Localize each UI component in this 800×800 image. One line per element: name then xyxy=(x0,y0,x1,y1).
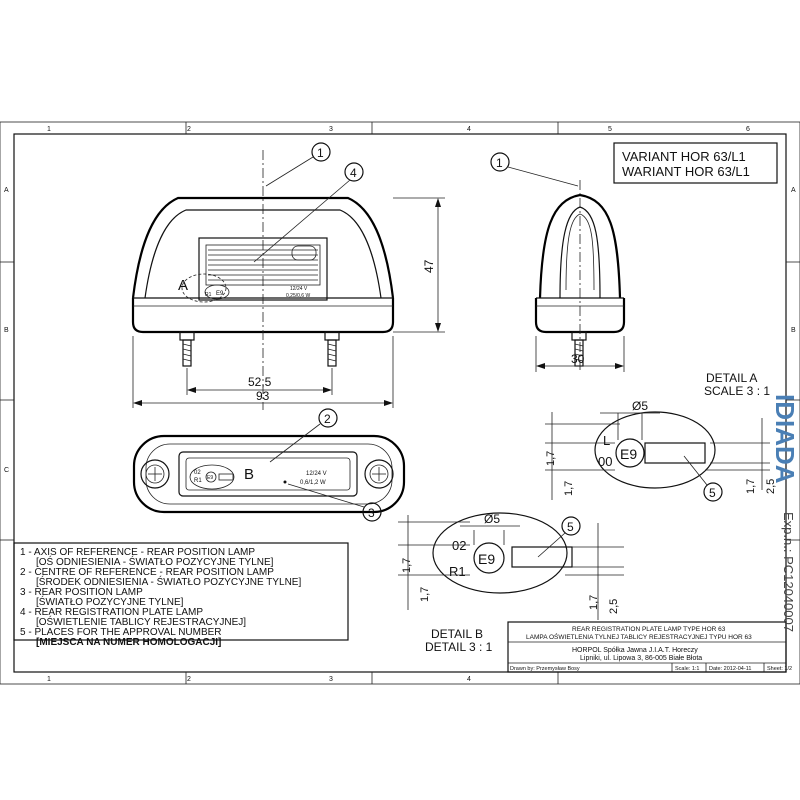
frame-col-label: 5 xyxy=(608,126,612,133)
detail-a-dia: Ø5 xyxy=(632,399,648,413)
bottom-label-line2: 0,6/1,2 W xyxy=(300,480,326,486)
bottom-label-line1: 12/24 V xyxy=(306,471,327,477)
detail-b-circle: E9 xyxy=(478,551,495,567)
detail-b-letter-top: 02 xyxy=(452,538,466,553)
legend-line: [ŚWIATŁO POZYCYJNE TYLNE] xyxy=(36,595,184,608)
detail-b: 02 R1 E9 Ø5 1,7 1,7 1,7 2,5 5 DETAIL B D… xyxy=(398,512,624,654)
detail-a-dim-left-1: 1,7 xyxy=(545,451,557,466)
stamp-ref: Exp.n.: PC12040007 xyxy=(781,512,796,632)
detail-b-title2: DETAIL 3 : 1 xyxy=(425,640,493,654)
frame-col-label: 4 xyxy=(467,676,471,683)
detail-b-dia: Ø5 xyxy=(484,512,500,526)
frame-col-label: 2 xyxy=(187,676,191,683)
legend-line: 4 - REAR REGISTRATION PLATE LAMP xyxy=(20,607,203,618)
stamp-logo: IDIADA xyxy=(770,394,800,484)
detail-b-dim-left-2: 1,7 xyxy=(419,587,431,602)
detail-a-circle: E9 xyxy=(620,446,637,462)
title-block: REAR REGISTRATION PLATE LAMP TYPE HOR 63… xyxy=(507,621,792,673)
detail-b-dim-left-1: 1,7 xyxy=(401,558,413,573)
detail-a-letter-bottom: 00 xyxy=(598,454,612,469)
front-bolt-left xyxy=(179,331,195,367)
detail-a-marker: A xyxy=(178,277,188,294)
front-dim-height: 47 xyxy=(422,259,436,273)
frame-col-label: 1 xyxy=(47,676,51,683)
side-callout-1: 1 xyxy=(496,156,503,170)
frame-col-label: 3 xyxy=(329,676,333,683)
scale: Scale: 1:1 xyxy=(675,666,699,672)
bottom-mark-top: 02 xyxy=(194,470,201,476)
legend-line: [OŚ ODNIESIENIA - ŚWIATŁO POZYCYJNE TYLN… xyxy=(36,555,274,568)
legend-line: [OŚWIETLENIE TABLICY REJESTRACYJNEJ] xyxy=(36,615,246,628)
side-view: 1 30 xyxy=(490,152,626,372)
frame-col-label: 2 xyxy=(187,126,191,133)
side-dim-depth: 30 xyxy=(571,352,585,366)
detail-a-dim-right-2: 2,5 xyxy=(765,479,777,494)
front-dim-width: 93 xyxy=(256,389,270,403)
detail-b-title1: DETAIL B xyxy=(431,627,483,641)
detail-b-letter-bottom: R1 xyxy=(449,564,466,579)
detail-a: DETAIL A SCALE 3 : 1 L 00 E9 Ø5 1,7 1,7 … xyxy=(545,371,777,502)
variant-line1: VARIANT HOR 63/L1 xyxy=(622,149,746,164)
detail-a-dim-right-1: 1,7 xyxy=(745,479,757,494)
front-mark-left: R1 xyxy=(205,292,212,298)
variant-line2: WARIANT HOR 63/L1 xyxy=(622,164,750,179)
bottom-mark-circle: E9 xyxy=(207,475,213,481)
legend-line: 1 - AXIS OF REFERENCE - REAR POSITION LA… xyxy=(20,547,255,558)
title-pl: LAMPA OŚWIETLENIA TYLNEJ TABLICY REJESTR… xyxy=(526,632,752,641)
bottom-mark-bottom: R1 xyxy=(194,478,202,484)
front-callout-4: 4 xyxy=(350,166,357,180)
bottom-callout-2: 2 xyxy=(324,412,331,426)
frame-row-label: B xyxy=(791,327,796,334)
variant-box: VARIANT HOR 63/L1 WARIANT HOR 63/L1 xyxy=(613,142,778,184)
frame-row-label: A xyxy=(4,187,9,194)
frame-row-label: B xyxy=(4,327,9,334)
frame-row-label: C xyxy=(4,467,9,474)
bottom-view: 02 R1 E9 B 12/24 V 0,6/1,2 W 2 3 xyxy=(132,408,406,522)
detail-a-title2: SCALE 3 : 1 xyxy=(704,384,770,398)
detail-b-callout-5: 5 xyxy=(567,520,574,534)
front-label-line2: 0,25/0,6 W xyxy=(286,293,310,299)
date: Date: 2012-04-11 xyxy=(709,666,751,672)
front-dim-hole-spacing: 52,5 xyxy=(248,375,272,389)
address: Lipniki, ul. Lipowa 3, 86-005 Białe Błot… xyxy=(580,655,702,662)
detail-a-letter-top: L xyxy=(603,433,610,448)
title-en: REAR REGISTRATION PLATE LAMP TYPE HOR 63 xyxy=(572,626,726,633)
detail-b-marker: B xyxy=(244,466,254,483)
idiada-stamp: IDIADA Exp.n.: PC12040007 xyxy=(770,394,800,632)
drawn-by: Drawn by: Przemysław Bosy xyxy=(510,666,580,672)
legend-line: 2 - CENTRE OF REFERENCE - REAR POSITION … xyxy=(20,567,274,578)
legend-line: 5 - PLACES FOR THE APPROVAL NUMBER xyxy=(20,627,222,638)
front-view: R1 E9 12/24 V 0,25/0,6 W A 1 xyxy=(131,142,445,410)
legend: 1 - AXIS OF REFERENCE - REAR POSITION LA… xyxy=(13,542,349,648)
front-label-line1: 12/24 V xyxy=(290,286,308,292)
detail-b-dim-right-1: 1,7 xyxy=(588,595,600,610)
legend-line: 3 - REAR POSITION LAMP xyxy=(20,587,143,598)
legend-line: [MIEJSCA NA NUMER HOMOLOGACJI] xyxy=(36,637,221,648)
bottom-callout-3: 3 xyxy=(368,506,375,520)
frame-col-label: 3 xyxy=(329,126,333,133)
detail-a-dim-left-2: 1,7 xyxy=(563,481,575,496)
frame-col-label: 4 xyxy=(467,126,471,133)
detail-a-title1: DETAIL A xyxy=(706,371,757,385)
sheet: Sheet: 1/2 xyxy=(767,666,792,672)
company: HORPOL Spółka Jawna J.I.A.T. Horeczy xyxy=(572,647,698,654)
front-mark-circle: E9 xyxy=(216,291,224,297)
frame-col-label: 6 xyxy=(746,126,750,133)
detail-a-callout-5: 5 xyxy=(709,486,716,500)
frame-row-label: A xyxy=(791,187,796,194)
legend-line: [ŚRODEK ODNIESIENIA - ŚWIATŁO POZYCYJNE … xyxy=(36,575,301,588)
drawing-frame: 1 2 3 4 5 6 1 2 3 4 A B C A B xyxy=(0,121,800,685)
frame-col-label: 1 xyxy=(47,126,51,133)
front-callout-1: 1 xyxy=(317,146,324,160)
front-bolt-right xyxy=(324,331,340,367)
detail-b-dim-right-2: 2,5 xyxy=(608,599,620,614)
